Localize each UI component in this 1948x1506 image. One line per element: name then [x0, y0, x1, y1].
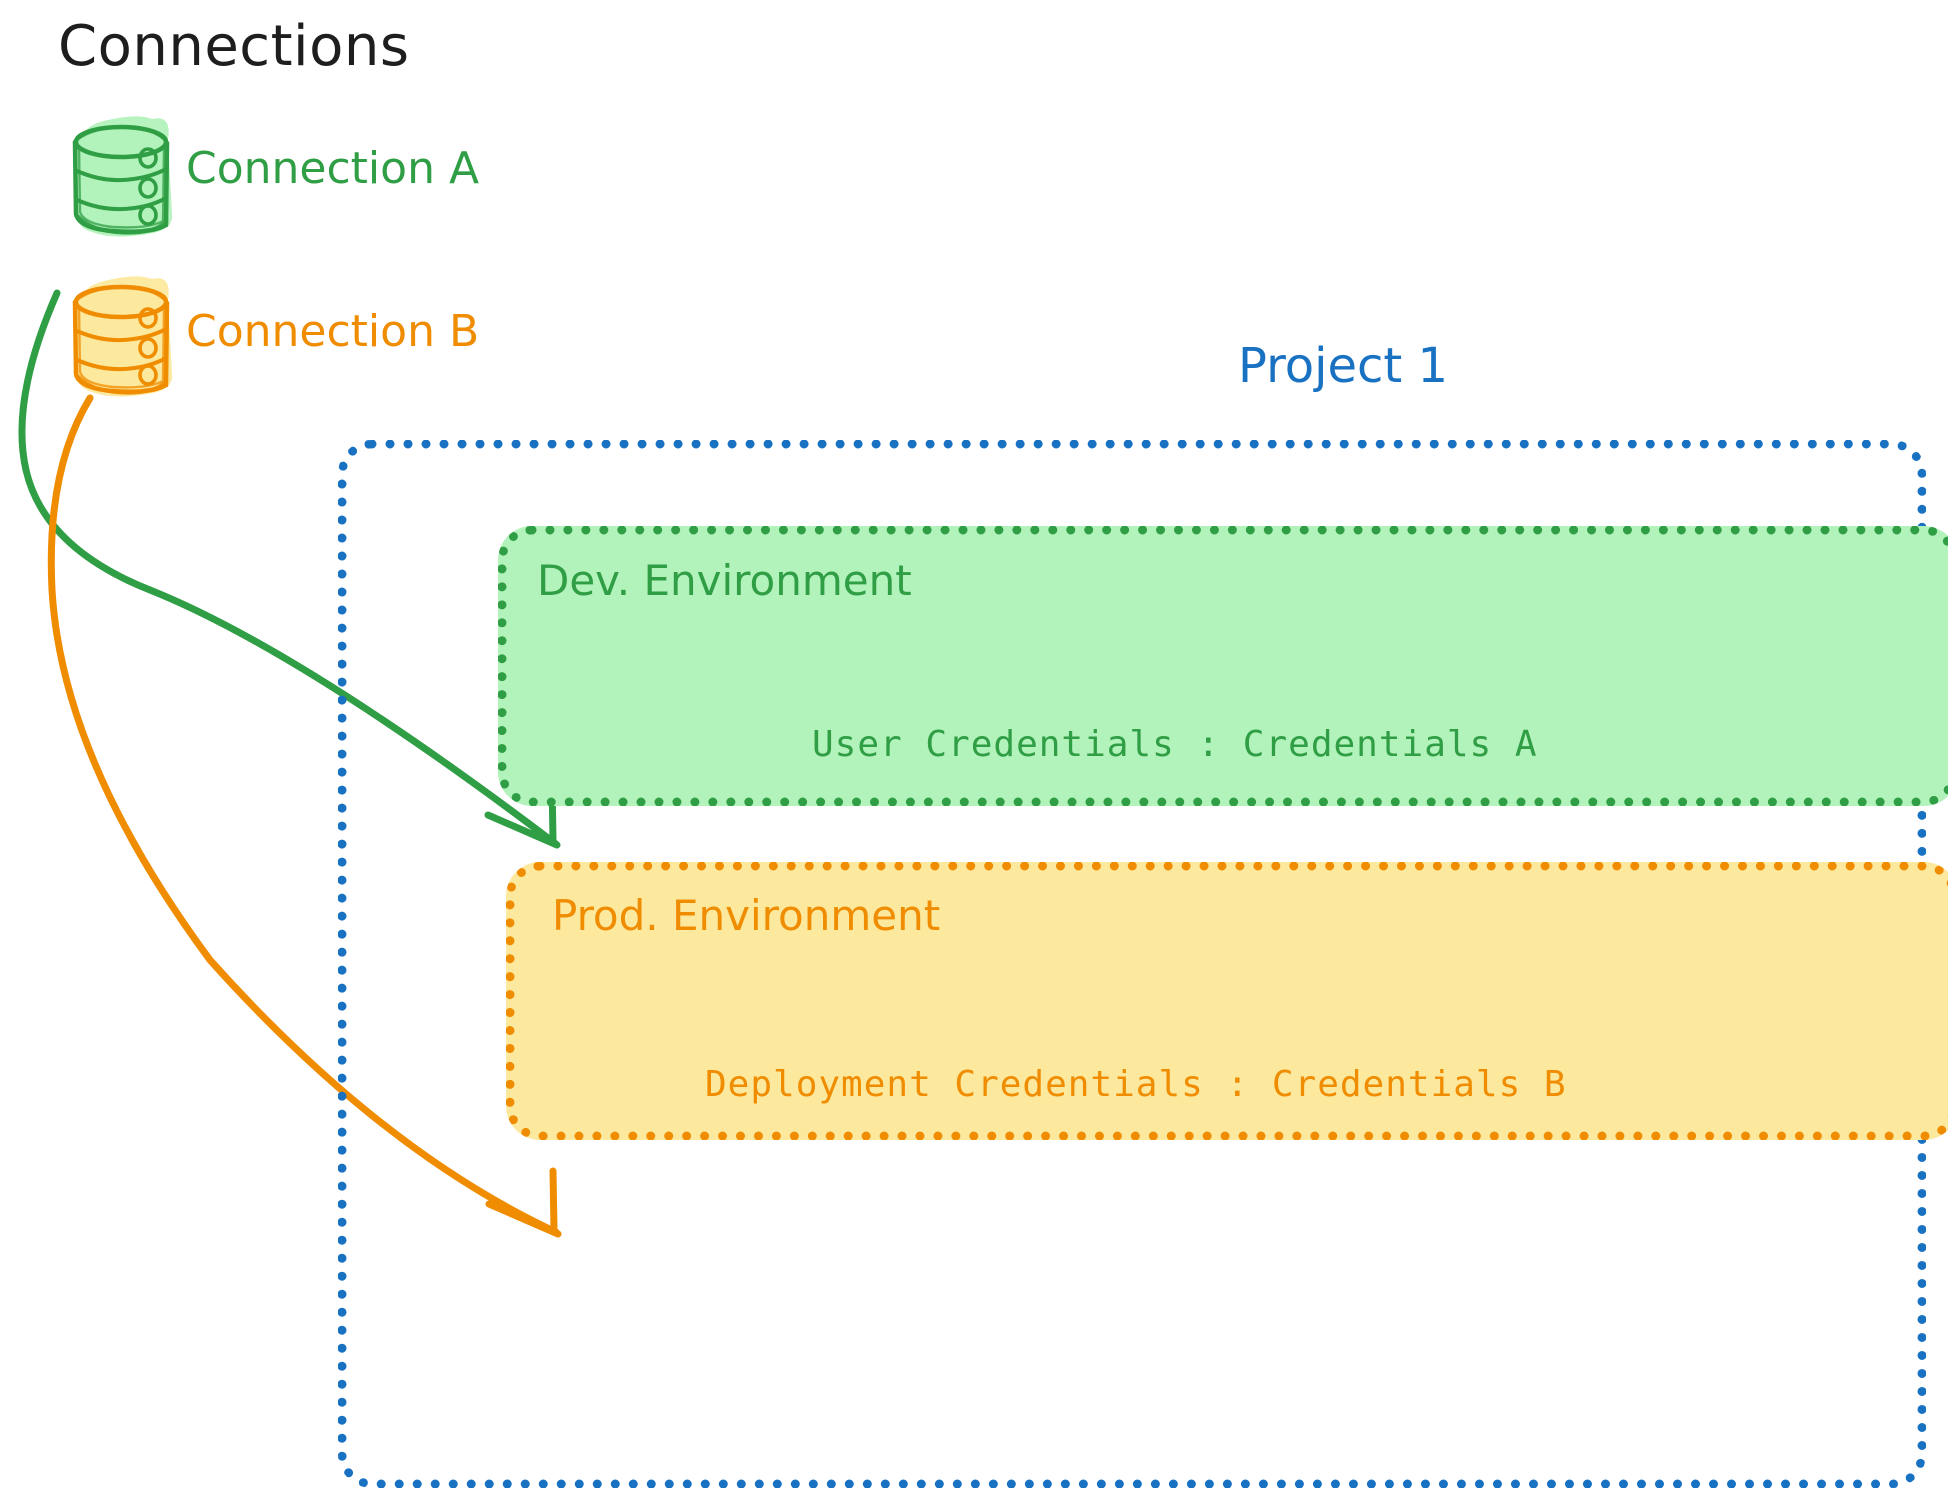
database-cylinder-icon-connection-b [72, 276, 173, 397]
connection-a-label[interactable]: Connection A [186, 143, 480, 194]
database-cylinder-icon-connection-a [72, 116, 173, 237]
prod-environment-box[interactable] [506, 862, 1948, 1140]
connection-b-label[interactable]: Connection B [186, 306, 480, 357]
dev-environment-title: Dev. Environment [537, 556, 912, 605]
dev-credentials-text: User Credentials : Credentials A [812, 724, 1538, 765]
prod-credentials-text: Deployment Credentials : Credentials B [705, 1064, 1567, 1105]
prod-environment-title: Prod. Environment [552, 891, 941, 940]
project-title: Project 1 [1238, 338, 1449, 394]
dev-environment-box[interactable] [498, 526, 1948, 806]
page-title: Connections [58, 14, 410, 79]
